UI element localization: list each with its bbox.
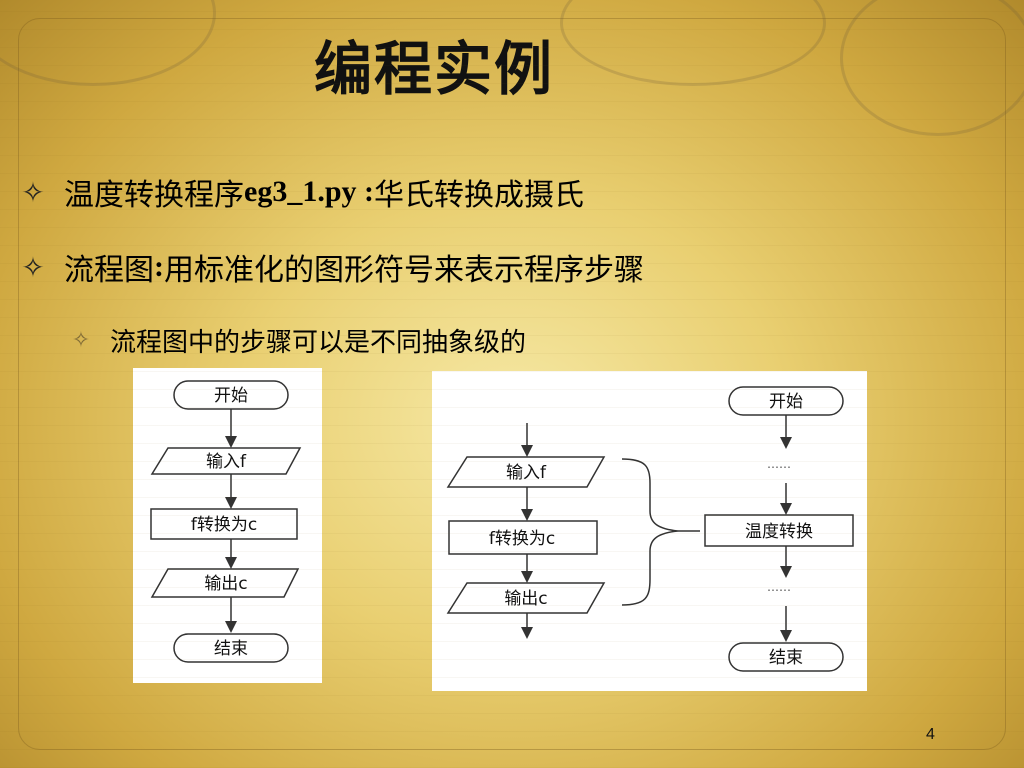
end-terminal <box>173 633 289 663</box>
bullet-text-pre: 流程图 <box>64 253 154 288</box>
slide-title: 编程实例 <box>313 35 554 103</box>
end-terminal <box>728 642 844 672</box>
bullet-star-icon: ✧ <box>21 175 45 209</box>
output-label: 输出c <box>504 589 547 609</box>
process-label: 温度转换 <box>745 522 813 542</box>
sub-bullet-item: ✧ 流程图中的步骤可以是不同抽象级的 <box>66 322 526 359</box>
end-label: 结束 <box>769 648 803 668</box>
process-label: f转换为c <box>489 529 555 549</box>
input-parallelogram <box>446 456 606 488</box>
start-label: 开始 <box>214 386 248 406</box>
sub-bullet-star-icon: ✧ <box>71 328 91 353</box>
process-box <box>150 508 298 540</box>
end-label: 结束 <box>214 639 248 659</box>
output-parallelogram <box>150 568 300 598</box>
bullet-item: ✧ 流程图 : 用标准化的图形符号来表示程序步骤 <box>18 245 644 289</box>
input-label: 输入f <box>206 452 247 472</box>
input-label: 输入f <box>506 463 547 483</box>
bullet-code: eg3_1.py : <box>244 175 374 208</box>
sub-bullet-text: 流程图中的步骤可以是不同抽象级的 <box>110 328 527 358</box>
flowchart-left-diagram: 开始 输入f f转换为c 输出c 结束 <box>150 380 302 663</box>
process-box <box>448 520 598 555</box>
page-number: 4 <box>926 726 935 743</box>
process-box <box>704 514 854 547</box>
bullet-item: ✧ 温度转换程序 eg3_1.py : 华氏转换成摄氏 <box>18 170 584 214</box>
output-label: 输出c <box>204 574 247 594</box>
process-label: f转换为c <box>191 515 257 535</box>
bullet-star-icon: ✧ <box>21 250 45 284</box>
flowchart-left: 开始 输入f f转换为c 输出c 结束 <box>133 368 322 683</box>
ellipsis-top: …… <box>767 457 791 471</box>
flowchart-right: 输入f f转换为c 输出c 开始 …… 温度转换 …… 结束 <box>432 371 867 691</box>
start-label: 开始 <box>769 392 803 412</box>
output-parallelogram <box>446 582 606 614</box>
ellipsis-bottom: …… <box>767 580 791 594</box>
slide-frame <box>18 18 1006 750</box>
grouping-brace <box>621 458 679 606</box>
input-parallelogram <box>150 447 302 475</box>
bullet-colon: : <box>154 250 164 283</box>
bullet-text-post: 用标准化的图形符号来表示程序步骤 <box>164 253 644 288</box>
postmark-stamp <box>840 0 1024 136</box>
bullet-text-pre: 温度转换程序 <box>64 178 244 213</box>
flowchart-right-diagram: 输入f f转换为c 输出c 开始 …… 温度转换 …… 结束 <box>446 386 854 672</box>
bullet-text-post: 华氏转换成摄氏 <box>374 178 584 213</box>
